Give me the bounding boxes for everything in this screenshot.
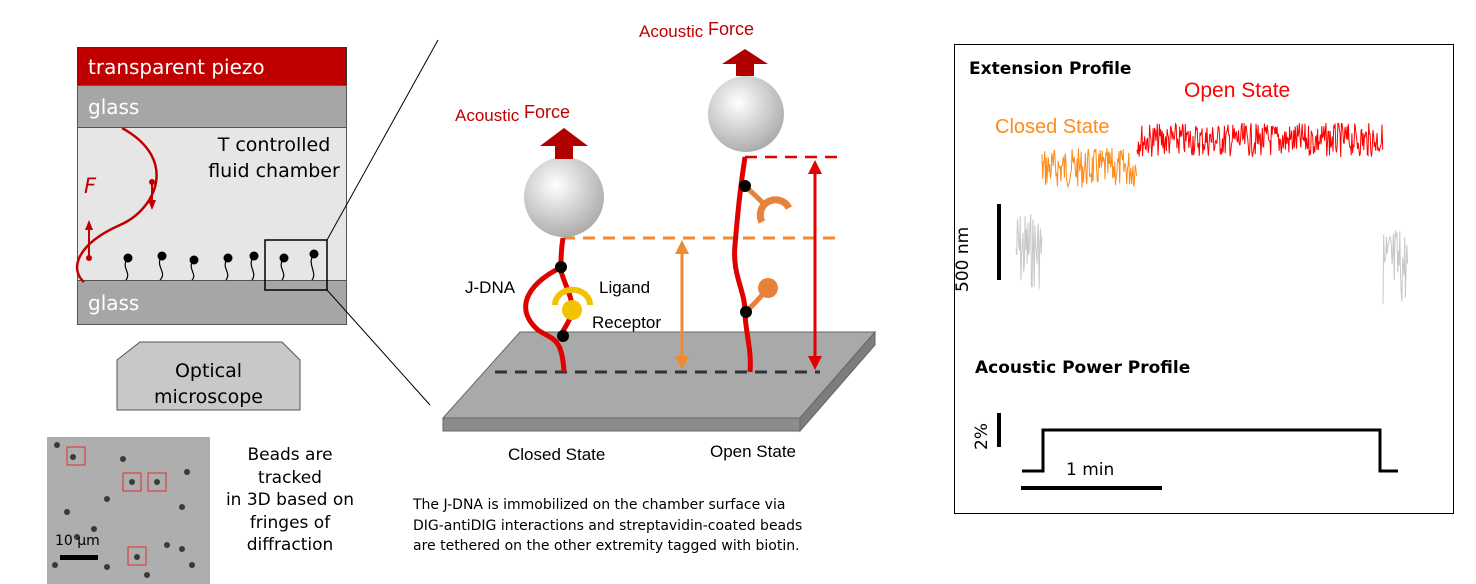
bead-caption-line: fringes of <box>249 512 331 533</box>
scale-bar <box>60 555 98 560</box>
power-step <box>1022 428 1398 473</box>
force-word: Force <box>707 19 754 39</box>
molecule-caption: The J-DNA is immobilized on the chamber … <box>413 495 873 557</box>
ligand-label: Ligand <box>599 278 651 297</box>
power-title: Acoustic Power Profile <box>975 358 1191 378</box>
trace-open-line <box>1136 122 1384 158</box>
open-state-trace-label: Open State <box>1184 79 1291 102</box>
molecule-caption-line: DIG-antiDIG interactions and streptavidi… <box>413 517 803 534</box>
closed-node-top <box>555 261 567 273</box>
extension-scale-label: 500 nm <box>953 226 973 292</box>
closed-extension-arrow <box>675 240 689 370</box>
fluid-label-line2: fluid chamber <box>208 160 340 182</box>
profile-panel: Extension Profile Open State Closed Stat… <box>954 44 1454 514</box>
force-arrow-down <box>148 179 156 210</box>
bead-dots <box>123 249 319 265</box>
open-receptor-ball <box>758 278 778 298</box>
bottom-glass-label: glass <box>88 291 140 315</box>
trace-off-right <box>1382 230 1408 305</box>
open-ligand-cup <box>756 196 793 224</box>
closed-force-arrow <box>540 128 588 159</box>
closed-state-label: Closed State <box>508 445 606 464</box>
open-node-top <box>739 180 751 192</box>
acoustic-wave <box>75 126 158 283</box>
bead-caption: Beads are tracked in 3D based on fringes… <box>215 444 365 557</box>
bead-caption-line: tracked <box>258 467 322 488</box>
scale-label: 10 µm <box>55 533 100 549</box>
receptor-label: Receptor <box>592 313 661 332</box>
chamber-diagram: transparent piezo glass T controlled flu… <box>77 47 347 325</box>
trace-open <box>1136 122 1384 158</box>
open-strand <box>732 156 753 373</box>
tracking-boxes <box>66 446 167 566</box>
bead-caption-line: in 3D based on <box>225 490 355 510</box>
molecule-caption-line: are tethered on the other extremity tagg… <box>413 538 800 554</box>
extension-title: Extension Profile <box>969 59 1132 79</box>
ligand-cup <box>552 286 593 306</box>
top-glass-layer: glass <box>77 85 347 128</box>
fluid-chamber: T controlled fluid chamber <box>77 128 347 280</box>
closed-strand-outer <box>523 237 567 373</box>
open-state-label: Open State <box>710 442 797 461</box>
trace-closed <box>1041 147 1137 189</box>
open-force-label: Acoustic Force <box>639 19 754 42</box>
microscope-label-line2: microscope <box>154 386 263 408</box>
bead-caption-line: diffraction <box>246 535 334 555</box>
molecule-caption-line: The J-DNA is immobilized on the chamber … <box>413 497 786 513</box>
zoom-box <box>264 239 328 291</box>
trace-off-left-line <box>1015 213 1043 289</box>
receptor-ball <box>562 300 582 320</box>
fluid-label-line1: T controlled <box>217 134 331 156</box>
trace-closed-line <box>1041 147 1137 189</box>
force-arrow-up <box>85 220 93 261</box>
jdna-label: J-DNA <box>465 278 516 297</box>
bead-image-dots <box>52 442 195 578</box>
closed-bead <box>524 157 604 237</box>
zoom-line-bottom <box>326 289 431 406</box>
open-node-bottom <box>740 306 752 318</box>
bead-caption-line: Beads are <box>247 445 333 465</box>
power-scale-label: 2% <box>972 423 992 450</box>
bead-image-svg <box>52 442 195 578</box>
time-scale-label: 1 min <box>1066 460 1115 480</box>
open-extension-arrow <box>808 160 822 370</box>
piezo-label: transparent piezo <box>88 55 265 79</box>
trace-off-right-line <box>1382 230 1408 305</box>
bottom-glass-layer: glass <box>77 280 347 325</box>
closed-node-bottom <box>557 330 569 342</box>
open-force-arrow <box>722 49 768 76</box>
open-bead <box>708 76 784 152</box>
top-glass-label: glass <box>88 95 140 119</box>
force-word: Force <box>523 102 570 122</box>
piezo-layer: transparent piezo <box>77 47 347 87</box>
closed-force-label: Acoustic Force <box>455 102 570 126</box>
trace-off-left <box>1015 213 1043 289</box>
microscope-shape <box>116 341 301 411</box>
force-label: F <box>84 174 97 198</box>
surface-side <box>799 330 876 433</box>
acoustic-word: Acoustic <box>455 106 520 125</box>
microscope-label-line1: Optical <box>174 360 243 382</box>
closed-state-trace-label: Closed State <box>995 116 1110 138</box>
acoustic-word: Acoustic <box>639 22 704 41</box>
zoom-line-top <box>326 39 439 241</box>
bead-image: 10 µm <box>47 437 210 584</box>
